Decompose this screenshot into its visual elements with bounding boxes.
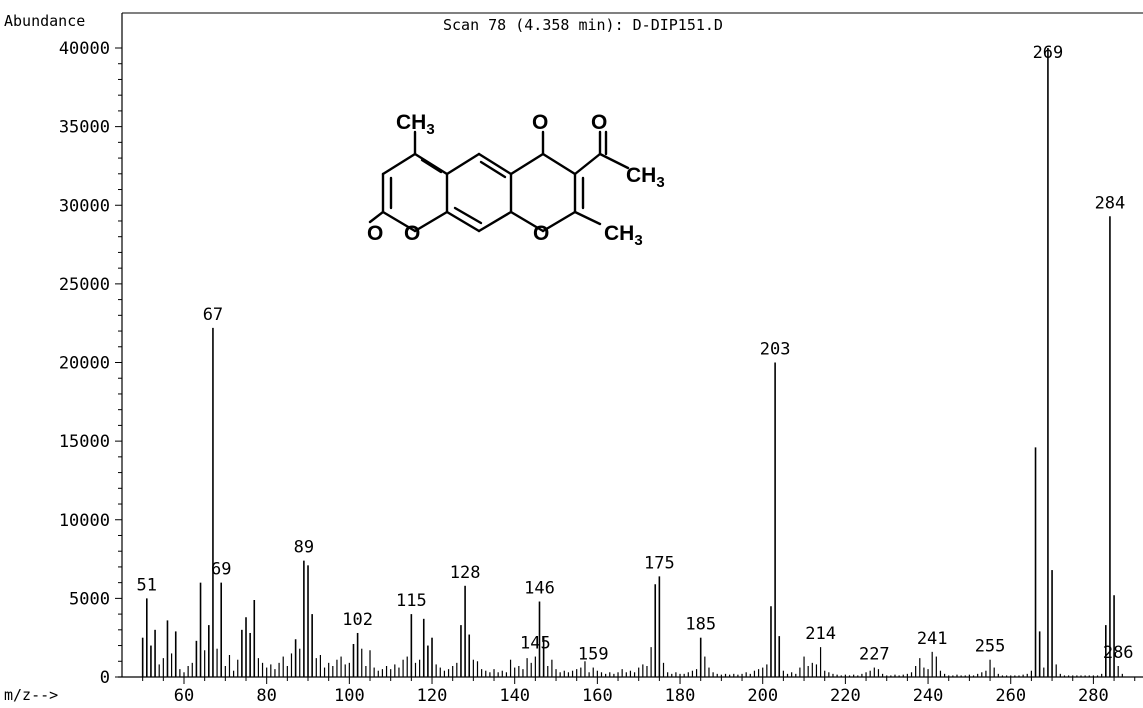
- peak-label: 102: [342, 610, 373, 630]
- struct-label-o-ring-right: O: [533, 222, 549, 245]
- peak-labels: 51 67 69 89 102 115 128 145 146 159 175 185 203 214 22…: [137, 43, 1134, 665]
- y-tick-label: 20000: [59, 354, 110, 374]
- peak-label: 255: [975, 637, 1006, 657]
- peak-label: 185: [685, 615, 716, 635]
- peak-label: 115: [396, 591, 427, 611]
- chemical-structure: [368, 130, 630, 233]
- x-tick-label: 200: [747, 686, 778, 706]
- y-tick-label: 15000: [59, 432, 110, 452]
- x-tick-label: 100: [334, 686, 365, 706]
- peak-bars: [141, 48, 1123, 677]
- x-tick-label: 120: [417, 686, 448, 706]
- struct-label-o-ketone: O: [532, 111, 548, 134]
- peak-label: 203: [760, 340, 791, 360]
- peak-label: 269: [1033, 43, 1064, 63]
- struct-label-o-ring-left: O: [404, 222, 420, 245]
- peak-label: 146: [524, 579, 555, 599]
- y-tick-label: 25000: [59, 275, 110, 295]
- x-tick-label: 60: [174, 686, 194, 706]
- y-tick-label: 40000: [59, 39, 110, 59]
- peak-label: 89: [294, 538, 314, 558]
- peak-label: 214: [805, 624, 836, 644]
- peak-label: 159: [578, 645, 609, 665]
- y-tick-label: 30000: [59, 196, 110, 216]
- x-tick-label: 220: [830, 686, 861, 706]
- y-tick-label: 5000: [69, 589, 110, 609]
- x-axis-title: m/z-->: [4, 686, 58, 704]
- peak-label: 67: [203, 305, 223, 325]
- peak-label: 227: [859, 645, 890, 665]
- chart-title: Scan 78 (4.358 min): D-DIP151.D: [443, 16, 723, 34]
- peak-label: 284: [1095, 193, 1126, 213]
- peak-label: 69: [211, 560, 231, 580]
- y-axis-title: Abundance: [4, 12, 85, 30]
- y-tick-label: 10000: [59, 511, 110, 531]
- struct-label-o-acetyl: O: [591, 111, 607, 134]
- y-tick-label: 0: [100, 668, 110, 688]
- x-tick-label: 240: [913, 686, 944, 706]
- peak-label: 241: [917, 629, 948, 649]
- x-ticks: 60 80 100 120 140 160 180 200 220 240 260 280: [142, 677, 1136, 706]
- x-tick-label: 260: [995, 686, 1026, 706]
- y-tick-label: 35000: [59, 118, 110, 138]
- peak-label: 51: [137, 575, 157, 595]
- peak-label: 286: [1103, 643, 1134, 663]
- x-tick-label: 140: [499, 686, 530, 706]
- x-tick-label: 280: [1078, 686, 1109, 706]
- y-ticks: 0 5000 10000 15000 20000 25000 30000 35000 40000: [59, 39, 122, 688]
- peak-label: 128: [450, 563, 481, 583]
- peak-label: 145: [520, 634, 551, 654]
- x-tick-label: 160: [582, 686, 613, 706]
- x-tick-label: 180: [665, 686, 696, 706]
- peak-label: 175: [644, 553, 675, 573]
- x-tick-label: 80: [256, 686, 276, 706]
- struct-label-o-carbonyl: O: [367, 222, 383, 245]
